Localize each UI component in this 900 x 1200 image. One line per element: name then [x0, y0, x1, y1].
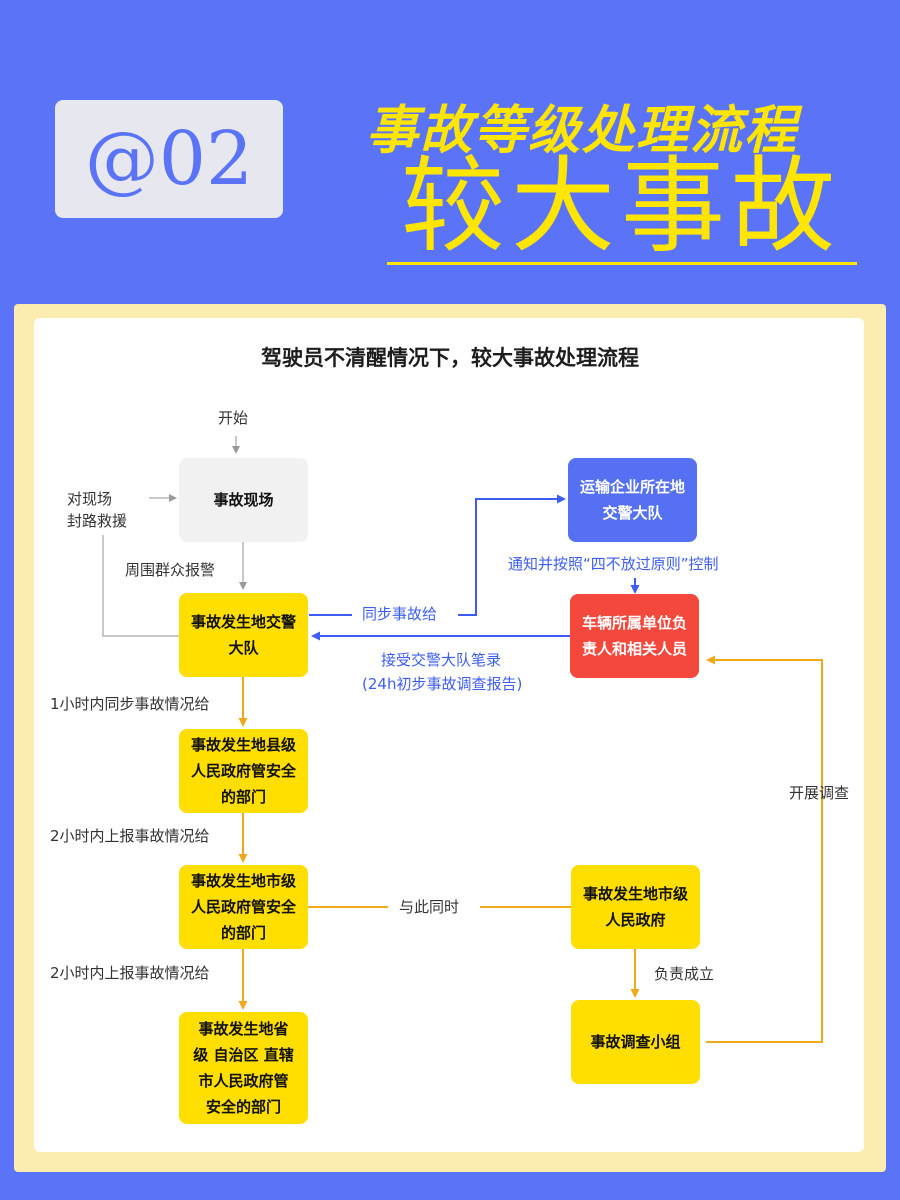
node-province-safety-dept: 事故发生地省 级 自治区 直辖 市人民政府管 安全的部门 — [179, 1012, 308, 1124]
node-county-safety-dept: 事故发生地县级 人民政府管安全 的部门 — [179, 729, 308, 813]
label-sync-to: 同步事故给 — [362, 605, 438, 623]
label-24h-report: (24h初步事故调查报告) — [362, 675, 523, 693]
page-subtitle: 较大事故 — [400, 145, 841, 267]
label-meanwhile: 与此同时 — [399, 898, 460, 916]
diagram-heading: 驾驶员不清醒情况下，较大事故处理流程 — [261, 346, 639, 370]
line-seal-to-police — [102, 535, 179, 637]
node-city-safety-dept: 事故发生地市级 人民政府管安全 的部门 — [179, 865, 308, 949]
label-responsible-form: 负责成立 — [654, 965, 715, 983]
label-one-hour: 1小时内同步事故情况给 — [50, 695, 210, 713]
node-transport-company-police: 运输企业所在地 交警大队 — [568, 458, 697, 542]
label-start: 开始 — [218, 409, 249, 427]
label-investigate: 开展调查 — [789, 784, 850, 802]
node-accident-scene: 事故现场 — [179, 458, 308, 542]
diagram-card — [34, 318, 864, 1152]
node-local-traffic-police: 事故发生地交警 大队 — [179, 593, 308, 677]
label-two-hour-city: 2小时内上报事故情况给 — [50, 827, 210, 845]
label-two-hour-province: 2小时内上报事故情况给 — [50, 964, 210, 982]
title-underline — [387, 262, 857, 265]
label-notify-control: 通知并按照“四不放过原则”控制 — [508, 555, 719, 573]
arrow-sync-to-transport-police — [458, 494, 566, 616]
node-investigation-team: 事故调查小组 — [571, 1000, 700, 1084]
label-accept-record: 接受交警大队笔录 — [381, 651, 502, 669]
label-seal-rescue: 对现场 封路救援 — [67, 490, 128, 530]
label-public-report: 周围群众报警 — [125, 561, 216, 579]
node-vehicle-unit-staff: 车辆所属单位负 责人和相关人员 — [570, 594, 699, 678]
page-title: 事故等级处理流程 — [365, 101, 798, 161]
section-number-badge: @02 — [55, 100, 283, 218]
node-city-government: 事故发生地市级 人民政府 — [571, 865, 700, 949]
arrow-team-to-vehicle-unit — [706, 655, 823, 1043]
